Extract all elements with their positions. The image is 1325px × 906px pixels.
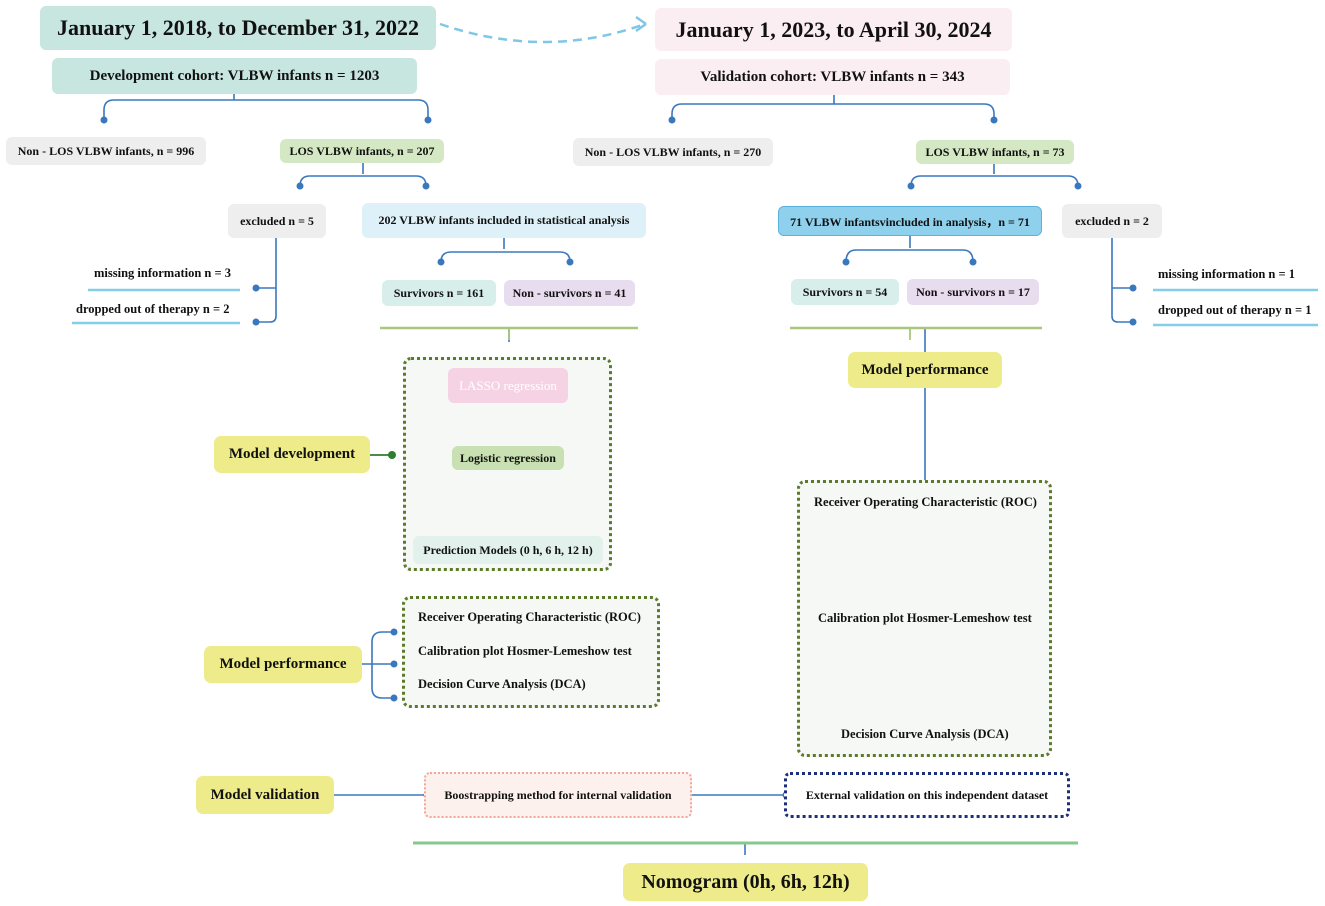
development-cohort-box: Development cohort: VLBW infants n = 120… bbox=[52, 58, 417, 94]
right-model-performance-label: Model performance bbox=[848, 352, 1002, 388]
validation-los-box: LOS VLBW infants, n = 73 bbox=[916, 140, 1074, 164]
left-calibration-label: Calibration plot Hosmer-Lemeshow test bbox=[418, 644, 632, 658]
development-period-title: January 1, 2018, to December 31, 2022 bbox=[40, 6, 436, 50]
development-included-box: 202 VLBW infants included in statistical… bbox=[362, 203, 646, 238]
development-excluded-box: excluded n = 5 bbox=[228, 204, 326, 238]
validation-survivors-box: Survivors n = 54 bbox=[791, 279, 899, 305]
development-survivors-box: Survivors n = 161 bbox=[382, 280, 496, 306]
validation-period-title: January 1, 2023, to April 30, 2024 bbox=[655, 8, 1012, 51]
left-performance-frame bbox=[402, 596, 660, 708]
right-roc-label: Receiver Operating Characteristic (ROC) bbox=[814, 495, 1037, 509]
validation-excluded-box: excluded n = 2 bbox=[1062, 204, 1162, 238]
validation-included-box: 71 VLBW infantsvincluded in analysis，n =… bbox=[778, 206, 1042, 236]
nomogram-box: Nomogram (0h, 6h, 12h) bbox=[623, 863, 868, 901]
right-performance-frame bbox=[797, 480, 1052, 757]
validation-dropped-out-label: dropped out of therapy n = 1 bbox=[1158, 303, 1312, 317]
prediction-models-box: Prediction Models (0 h, 6 h, 12 h) bbox=[413, 536, 603, 564]
model-development-label: Model development bbox=[214, 436, 370, 473]
internal-validation-box: Boostrapping method for internal validat… bbox=[424, 772, 692, 818]
development-los-box: LOS VLBW infants, n = 207 bbox=[280, 139, 444, 163]
validation-non-los-box: Non - LOS VLBW infants, n = 270 bbox=[573, 138, 773, 166]
development-dropped-out-label: dropped out of therapy n = 2 bbox=[76, 302, 230, 316]
lasso-regression-box: LASSO regression bbox=[448, 368, 568, 403]
logistic-regression-box: Logistic regression bbox=[452, 446, 564, 470]
validation-cohort-box: Validation cohort: VLBW infants n = 343 bbox=[655, 59, 1010, 95]
external-validation-box: External validation on this independent … bbox=[784, 772, 1070, 818]
development-non-survivors-box: Non - survivors n = 41 bbox=[504, 280, 635, 306]
model-validation-label: Model validation bbox=[196, 776, 334, 814]
right-calibration-label: Calibration plot Hosmer-Lemeshow test bbox=[818, 611, 1032, 625]
right-dca-label: Decision Curve Analysis (DCA) bbox=[841, 727, 1009, 741]
validation-non-survivors-box: Non - survivors n = 17 bbox=[907, 279, 1039, 305]
development-non-los-box: Non - LOS VLBW infants, n = 996 bbox=[6, 137, 206, 165]
left-model-performance-label: Model performance bbox=[204, 646, 362, 683]
validation-missing-info-label: missing information n = 1 bbox=[1158, 267, 1295, 281]
left-roc-label: Receiver Operating Characteristic (ROC) bbox=[418, 610, 641, 624]
left-dca-label: Decision Curve Analysis (DCA) bbox=[418, 677, 586, 691]
development-missing-info-label: missing information n = 3 bbox=[94, 266, 231, 280]
